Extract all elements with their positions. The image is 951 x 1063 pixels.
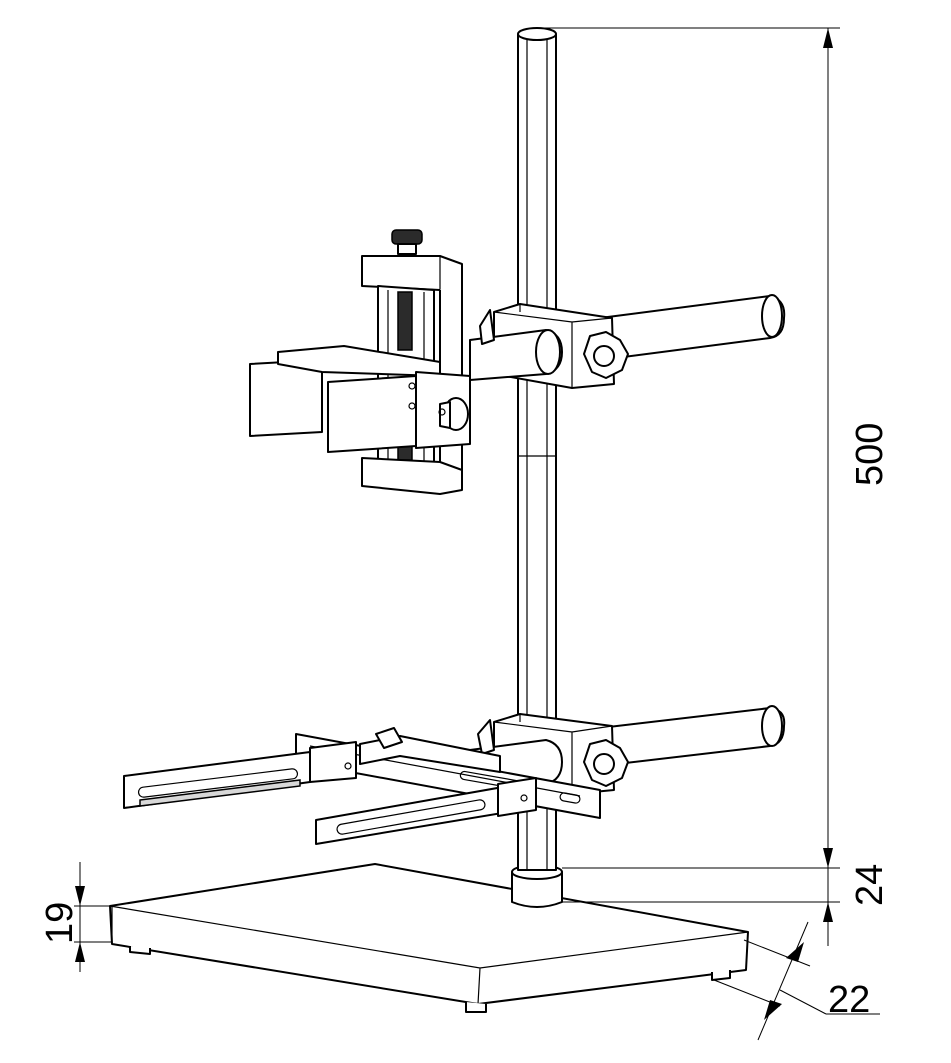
base-collar	[511, 864, 563, 908]
side-lock-knob-icon	[438, 397, 469, 431]
base-plate	[109, 863, 749, 1013]
dimension-22: 22	[713, 921, 880, 1041]
upper-clamp-knob-icon	[583, 331, 629, 379]
lower-clamp-knob-icon	[583, 739, 629, 787]
dimension-19: 19	[39, 862, 112, 972]
dimension-500-label: 500	[849, 423, 891, 486]
upper-clamp	[469, 294, 786, 389]
dimension-19-label: 19	[39, 902, 81, 944]
camera-holder	[249, 229, 471, 495]
top-screw-knob-icon	[391, 229, 423, 255]
dimension-22-label: 22	[828, 979, 870, 1021]
dimension-24: 24	[562, 864, 891, 946]
dimension-24-label: 24	[849, 864, 891, 906]
dimension-500: 500	[537, 27, 891, 869]
lower-arm-assembly	[123, 727, 601, 845]
